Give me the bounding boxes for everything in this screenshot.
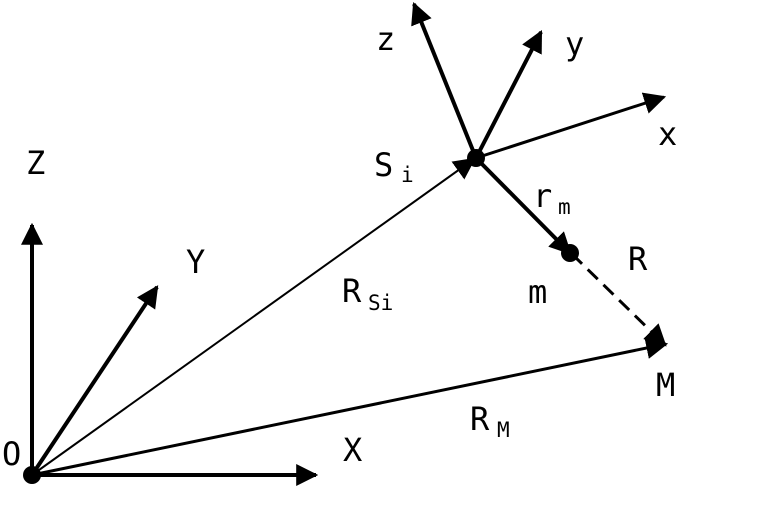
label-r: R: [628, 240, 648, 278]
point-m: [561, 244, 579, 262]
label-origin: O: [2, 435, 21, 473]
label-m: m: [528, 273, 547, 311]
point-s-i: [467, 149, 485, 167]
label-global-x: X: [343, 431, 362, 469]
label-point-m: M: [656, 366, 675, 404]
local-x-axis: [475, 92, 667, 160]
local-z-axis: [411, 1, 478, 159]
label-r-m: R: [470, 400, 490, 438]
label-global-y: Y: [186, 243, 205, 281]
label-s: S: [374, 146, 393, 184]
local-y-axis: [474, 30, 543, 159]
vector-r-m: [31, 337, 669, 477]
vector-r-dashed: [570, 252, 667, 347]
label-local-x: x: [658, 115, 677, 153]
vector-r-m-local: [474, 156, 572, 255]
label-r-m-subscript: M: [497, 418, 510, 442]
label-s-subscript: i: [401, 163, 414, 187]
label-small-r: r: [533, 177, 552, 215]
origin-point: [23, 466, 41, 484]
global-y-axis: [30, 285, 159, 477]
label-small-r-subscript: m: [558, 195, 571, 219]
label-global-z: Z: [26, 144, 45, 182]
vector-r-si: [31, 157, 476, 476]
label-r-si: R: [342, 272, 362, 310]
label-local-y: y: [565, 25, 584, 63]
label-r-si-subscript: Si: [368, 291, 393, 315]
label-local-z: z: [376, 20, 395, 58]
